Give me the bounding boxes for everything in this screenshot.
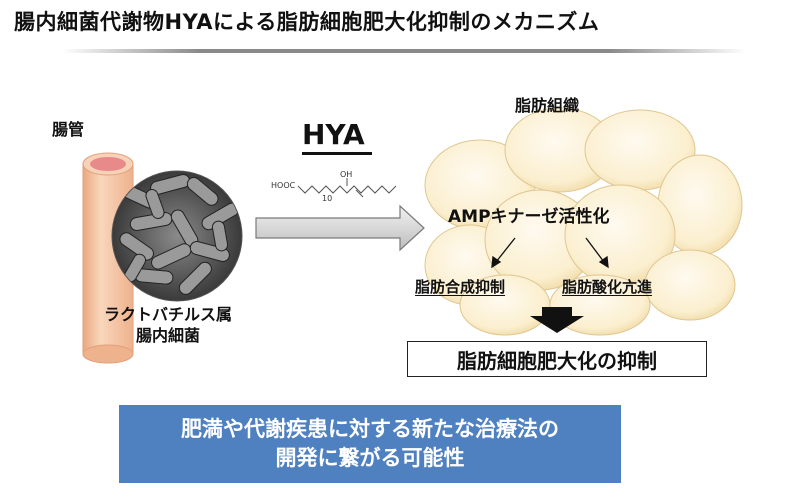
chem-oh-label: OH: [340, 170, 353, 179]
bacteria-label-line2: 腸内細菌: [136, 326, 201, 345]
result-box: 脂肪細胞肥大化の抑制: [407, 341, 707, 377]
conclusion-line1: 肥満や代謝疾患に対する新たな治療法の: [181, 417, 559, 441]
page-title: 腸内細菌代謝物HYAによる脂肪細胞肥大化抑制のメカニズム: [14, 10, 600, 34]
intestine-label: 腸管: [52, 120, 85, 139]
title-divider: [62, 49, 746, 53]
conclusion-banner: 肥満や代謝疾患に対する新たな治療法の 開発に繋がる可能性: [119, 405, 621, 483]
down-arrow: [530, 307, 584, 333]
bacteria-label: ラクトバチルス属 腸内細菌: [104, 304, 232, 346]
chem-hooc-label: HOOC: [271, 181, 296, 190]
hya-underline: [302, 152, 372, 155]
fatty-acid-oxidation-label: 脂肪酸化亢進: [562, 278, 653, 296]
bacteria-micrograph: [111, 170, 243, 302]
hya-structure: [297, 178, 397, 198]
chem-subscript-label: 10: [322, 194, 333, 203]
adipose-tissue-label: 脂肪組織: [515, 96, 580, 115]
bacteria-label-line1: ラクトバチルス属: [104, 305, 233, 324]
conclusion-line2: 開発に繋がる可能性: [275, 446, 465, 470]
hya-label: HYA: [302, 118, 365, 151]
adipose-tissue-cluster: [424, 107, 743, 336]
lipogenesis-suppression-label: 脂肪合成抑制: [415, 278, 506, 296]
ampk-activation-label: AMPキナーゼ活性化: [448, 207, 610, 227]
intestine-tube: [82, 152, 134, 364]
flow-arrow: [255, 204, 425, 252]
ampk-branch-arrows: [491, 237, 609, 269]
